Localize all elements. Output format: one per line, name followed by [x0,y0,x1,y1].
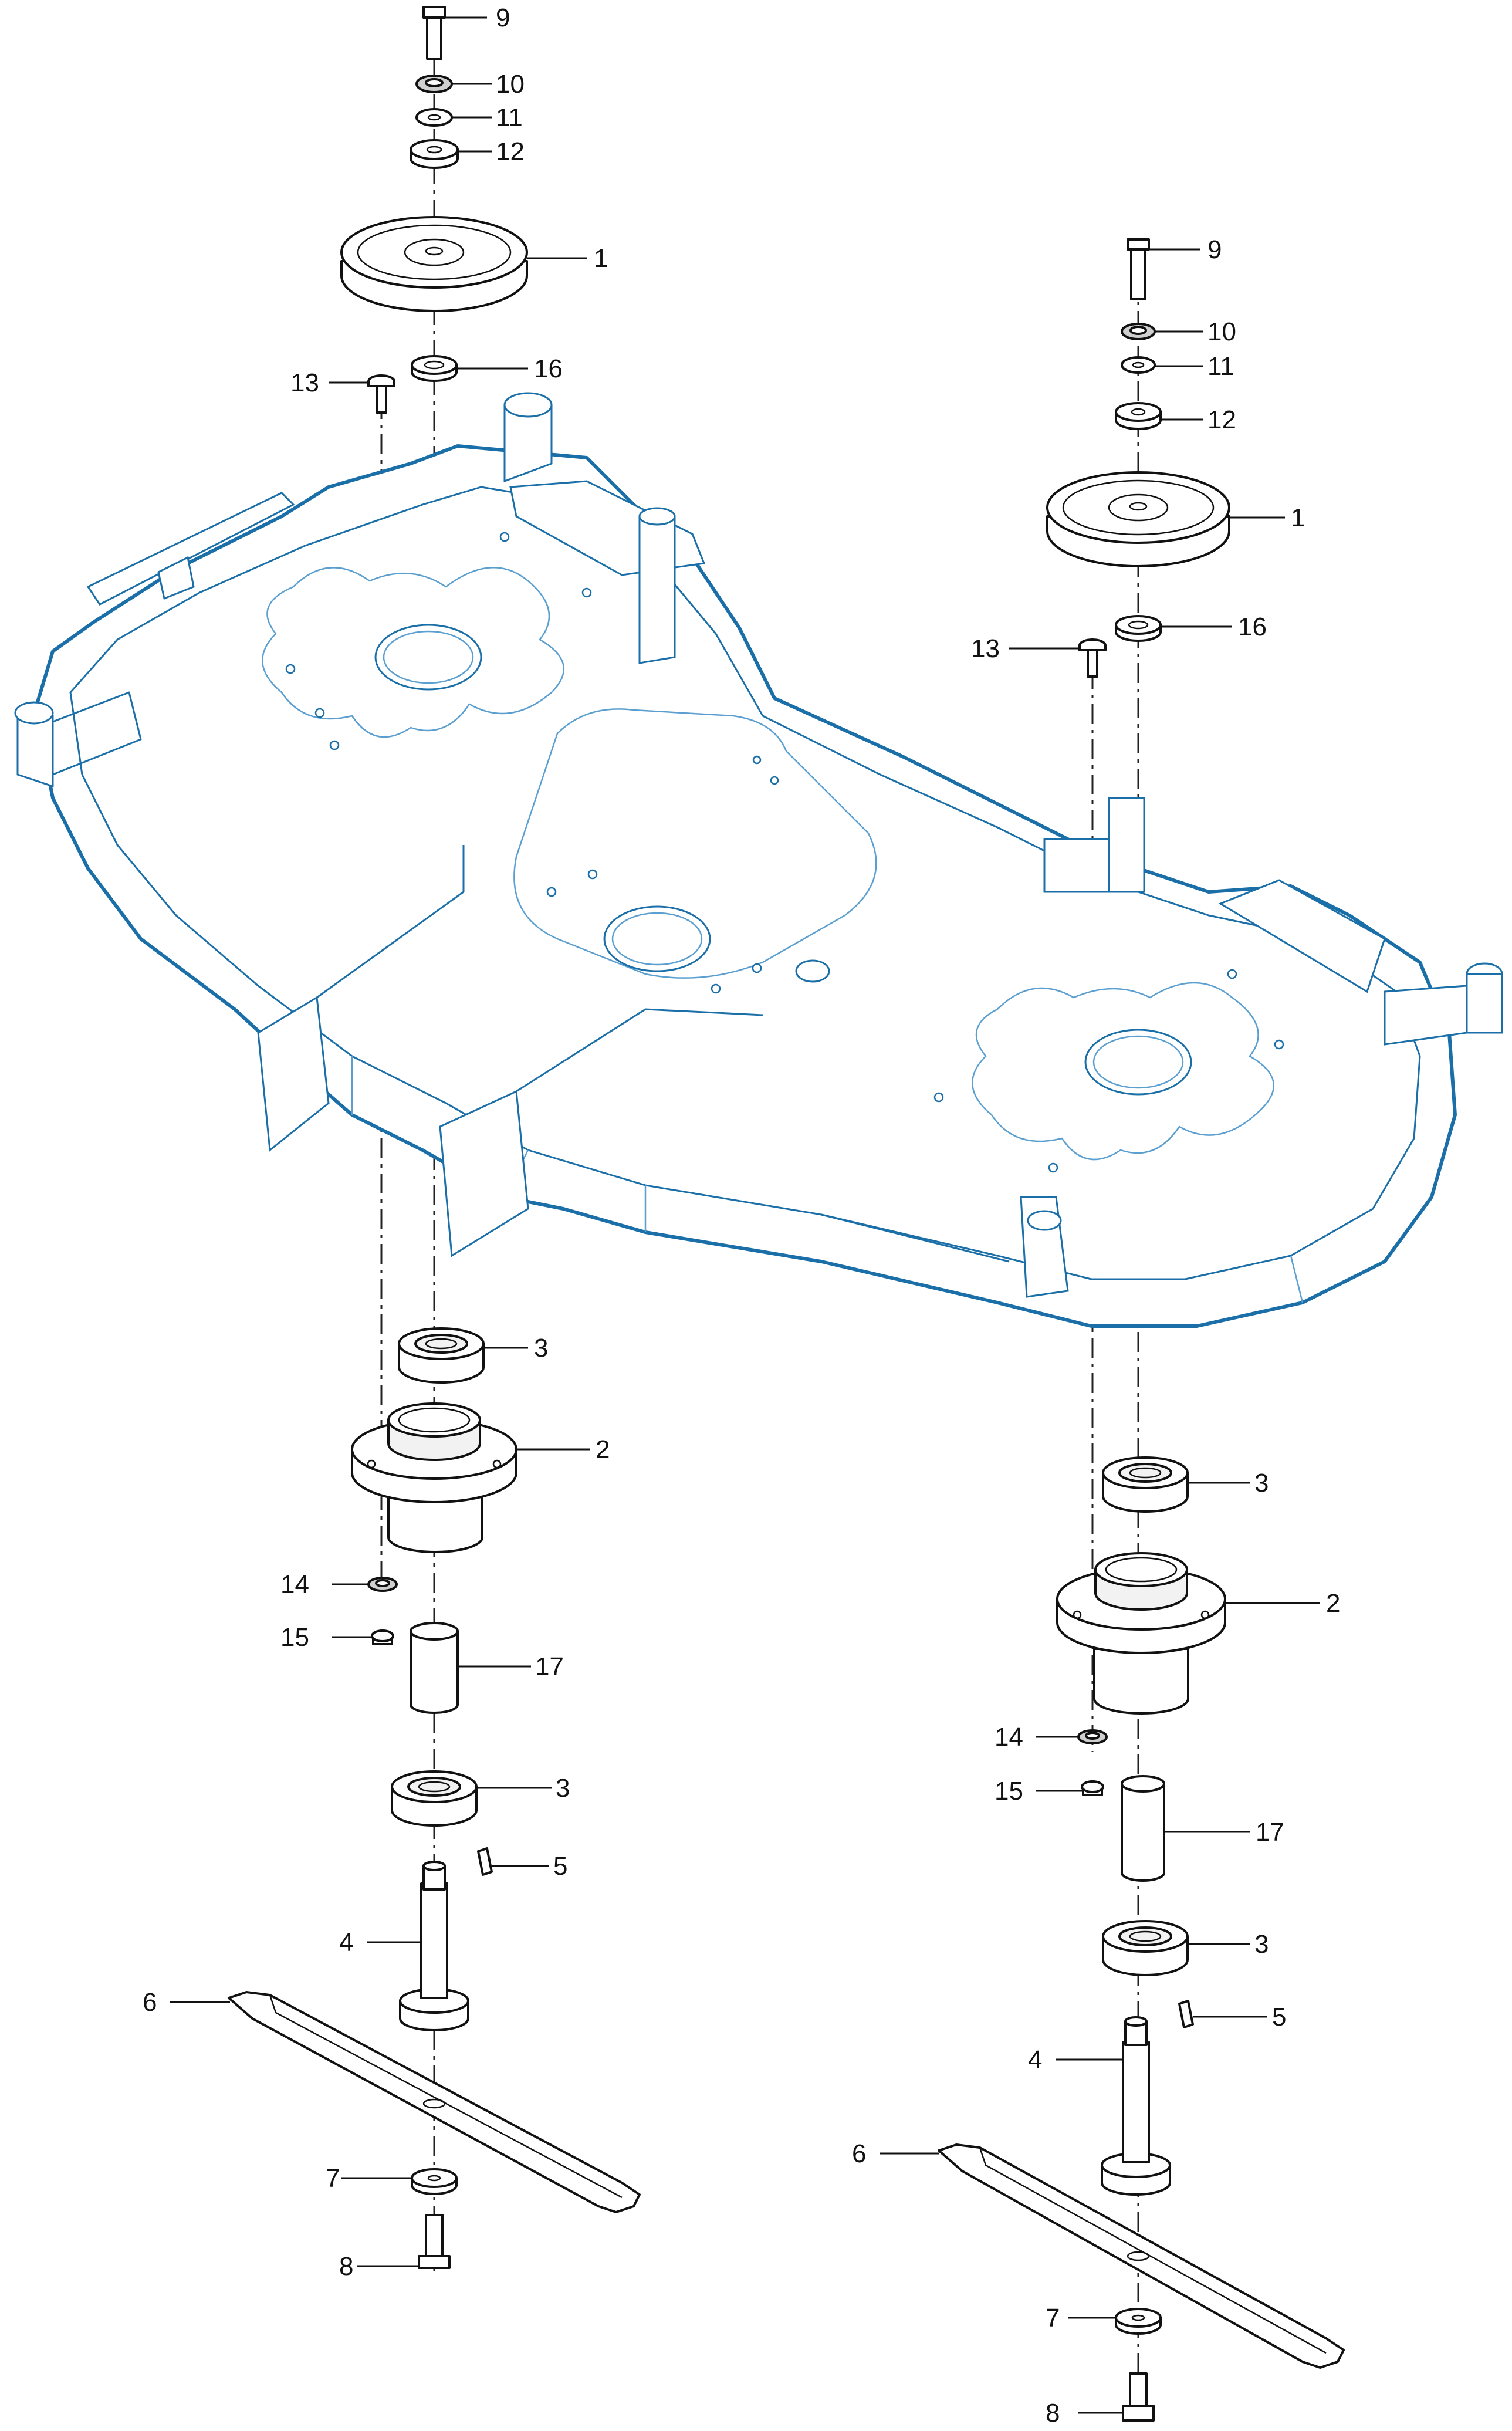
callout-9: 9 [1207,235,1222,264]
right-bolt-8 [1122,2372,1155,2422]
right-lock-washer-14 [1077,1729,1108,1744]
left-carriage-bolt-13 [367,374,395,414]
callout-6: 6 [143,1988,157,2017]
left-spindle-shaft-4 [399,1861,469,2031]
left-bearing-3-upper [398,1327,485,1384]
callout-17: 17 [1256,1818,1284,1847]
left-bolt-8 [418,2214,451,2269]
callout-8: 8 [339,2252,353,2281]
left-bolt-9 [422,6,446,60]
callouts-left: 9 10 11 12 1 16 13 3 2 14 15 17 3 5 4 6 … [143,4,610,2281]
callout-14: 14 [280,1570,309,1599]
callout-2: 2 [596,1435,610,1464]
callout-5: 5 [553,1852,567,1881]
left-lock-washer-10 [415,75,453,93]
callout-11: 11 [1207,352,1234,381]
left-washer-11 [415,108,453,127]
left-key-5 [477,1847,493,1876]
right-lock-washer-10 [1121,323,1156,340]
callout-3: 3 [556,1774,570,1803]
callout-7: 7 [1046,2304,1060,2332]
callout-3: 3 [534,1334,548,1362]
right-blade-6 [938,2143,1345,2369]
callout-1: 1 [1291,503,1305,532]
callout-4: 4 [339,1928,353,1957]
right-washer-7 [1115,2308,1162,2335]
callout-13: 13 [971,634,1000,663]
callout-9: 9 [496,4,510,32]
callout-10: 10 [496,70,525,99]
right-spindle-shaft-4 [1101,2016,1171,2196]
callout-16: 16 [1238,613,1267,641]
right-spacer-tube-17 [1121,1775,1165,1882]
right-bearing-3-upper [1102,1456,1189,1513]
left-spacer-12 [410,139,459,169]
leader-lines [170,16,1320,2414]
right-spacer-16 [1115,615,1162,642]
right-carriage-bolt-13 [1078,638,1107,678]
left-blade-6 [228,1991,641,2213]
callout-3: 3 [1254,1930,1269,1959]
right-key-5 [1178,2000,1194,2028]
callout-15: 15 [280,1623,309,1652]
mower-deck [14,392,1503,1328]
callout-4: 4 [1028,2045,1042,2074]
left-spindle-housing-2 [351,1402,517,1553]
right-spacer-12 [1115,402,1162,430]
callout-15: 15 [995,1777,1023,1806]
right-spindle-housing-2 [1056,1552,1226,1715]
callout-14: 14 [995,1723,1023,1752]
callout-2: 2 [1326,1589,1340,1618]
callout-10: 10 [1207,317,1236,346]
callouts-right: 9 10 11 12 1 16 13 3 2 14 15 17 3 5 4 6 … [852,235,1340,2427]
left-spacer-tube-17 [410,1622,459,1714]
callout-5: 5 [1272,2003,1286,2031]
callout-7: 7 [326,2164,340,2193]
left-bearing-3-lower [391,1770,478,1827]
callout-13: 13 [290,368,319,397]
left-nut-15 [371,1629,394,1645]
callout-6: 6 [852,2139,866,2168]
callout-12: 12 [1207,405,1236,434]
right-nut-15 [1081,1780,1104,1796]
callout-12: 12 [496,137,525,166]
left-washer-7 [411,2168,458,2195]
right-pulley-1 [1046,471,1230,567]
callout-17: 17 [535,1652,564,1681]
right-bearing-3-lower [1102,1920,1189,1976]
callout-1: 1 [594,244,608,273]
callout-16: 16 [534,354,563,383]
left-lock-washer-14 [367,1577,398,1592]
callout-3: 3 [1254,1469,1269,1497]
left-pulley-1 [340,216,528,312]
left-spacer-16 [411,355,458,382]
callout-8: 8 [1046,2399,1060,2427]
right-bolt-9 [1127,238,1150,300]
callout-11: 11 [496,103,523,132]
right-washer-11 [1121,356,1156,374]
